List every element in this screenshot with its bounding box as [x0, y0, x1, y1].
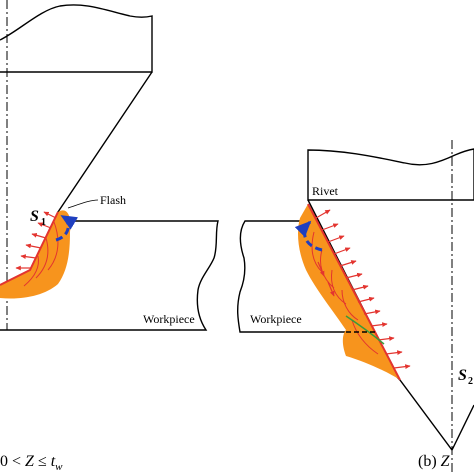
right-rivet-taper — [307, 199, 474, 452]
left-workpiece-outline — [0, 220, 219, 331]
s1-symbol: S — [30, 208, 39, 225]
right-flow-lines — [311, 231, 379, 355]
right-deformed-zone — [298, 204, 400, 380]
rivet-label: Rivet — [312, 184, 339, 198]
left-rivet-taper — [0, 71, 153, 286]
left-s1-boundary — [0, 211, 59, 286]
right-inner-arrows — [317, 261, 335, 297]
s2-symbol: S — [458, 367, 467, 384]
right-caption: (b) Z — [418, 453, 451, 470]
left-workpiece-label: Workpiece — [143, 312, 195, 326]
s1-subscript: 1 — [41, 217, 46, 228]
left-caption: 0 < Z ≤ tw — [0, 453, 63, 473]
right-flow-arrow — [294, 220, 323, 252]
left-normal-arrows — [15, 211, 57, 271]
left-rivet-outline — [0, 4, 153, 73]
right-panel: Rivet Workpiece S 2 (b) Z — [237, 140, 474, 474]
flash-label: Flash — [100, 193, 126, 207]
left-flash-flow-arrow — [55, 214, 79, 242]
right-workpiece-label: Workpiece — [250, 312, 302, 326]
right-green-line — [345, 315, 385, 345]
left-flow-lines — [23, 221, 59, 287]
right-rivet-outline — [307, 148, 474, 201]
right-normal-arrows — [315, 209, 411, 369]
left-flash-leader — [67, 199, 99, 209]
left-panel: Flash Workpiece S 1 0 < Z ≤ tw — [0, 0, 219, 473]
s2-subscript: 2 — [468, 376, 473, 387]
